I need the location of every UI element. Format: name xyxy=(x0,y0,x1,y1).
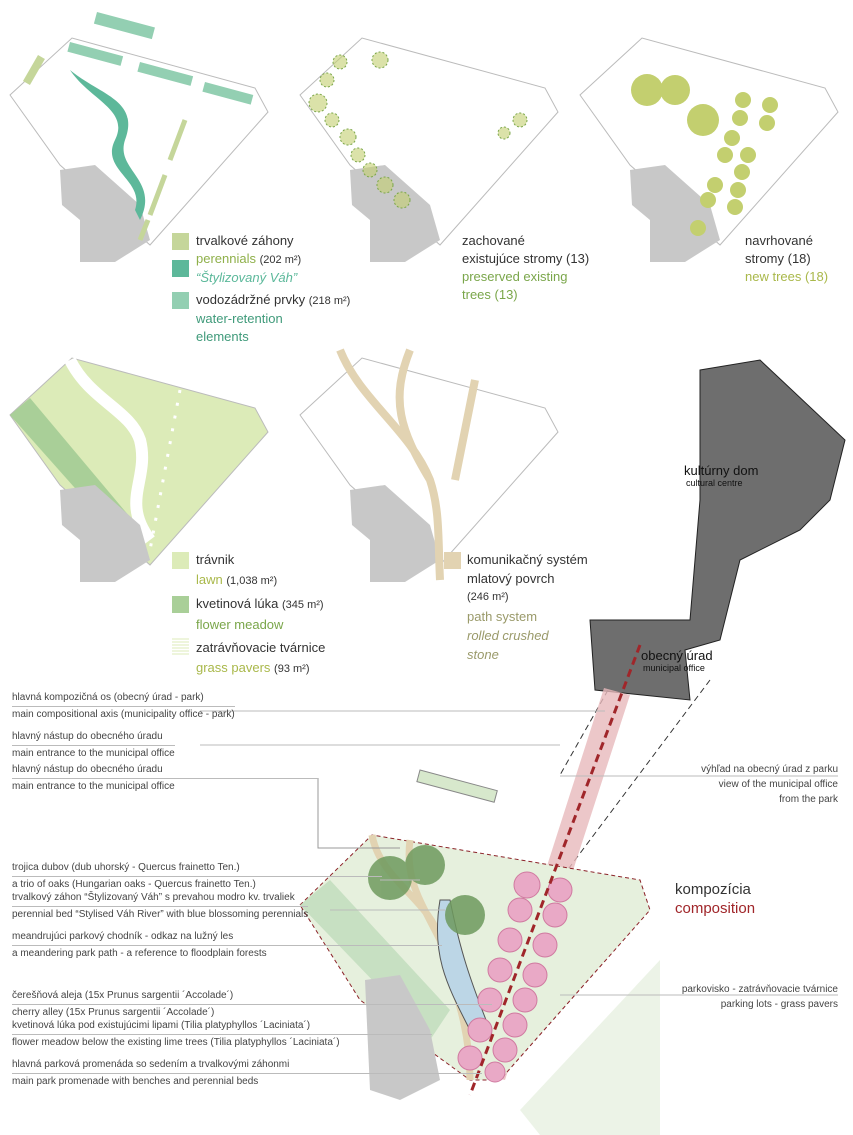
legend-text: elements xyxy=(196,329,249,344)
annotation-axis: hlavná kompozičná os (obecný úrad - park… xyxy=(12,690,235,723)
legend-text: flower meadow xyxy=(196,617,284,632)
lawn-swatch xyxy=(172,552,189,569)
annotation-sk: parkovisko - zatrávňovacie tvárnice xyxy=(681,984,838,995)
legend-text: komunikačný systém xyxy=(467,552,588,567)
annotation-sk: trojica dubov (dub uhorský - Quercus fra… xyxy=(12,860,382,877)
legend-text: lawn xyxy=(196,572,223,587)
legend-text: vodozádržné prvky xyxy=(196,292,306,307)
panel-new-trees xyxy=(579,37,839,263)
annotation-en: parking lots - grass pavers xyxy=(720,999,838,1010)
annotation-en: main entrance to the municipal office xyxy=(12,781,175,792)
legend-area: (1,038 m²) xyxy=(226,575,278,587)
legend-area: (93 m²) xyxy=(274,663,310,675)
annotation-entrance-1: hlavný nástup do obecného úradu main entr… xyxy=(12,729,175,762)
annotation-cherry-alley: čerešňová aleja (15x Prunus sargentii ´A… xyxy=(12,988,492,1021)
label-sk: obecný úrad xyxy=(641,648,713,663)
annotation-en: main compositional axis (municipality of… xyxy=(12,709,235,720)
legend-perennials: trvalkové záhony perennials (202 m²) “Št… xyxy=(196,232,350,346)
annotation-en: main entrance to the municipal office xyxy=(12,748,175,759)
annotation-view: výhľad na obecný úrad z parku view of the… xyxy=(701,762,838,807)
legend-text: zatrávňovacie tvárnice xyxy=(196,640,326,655)
label-sk: kultúrny dom xyxy=(684,463,759,478)
annotation-oaks: trojica dubov (dub uhorský - Quercus fra… xyxy=(12,860,382,893)
water-retention-swatch xyxy=(172,292,189,309)
annotation-en: flower meadow below the existing lime tr… xyxy=(12,1037,340,1048)
annotation-sk: trvalkový záhon “Štylizovaný Váh” s prev… xyxy=(12,890,309,907)
stylised-vah-swatch xyxy=(172,260,189,277)
legend-text: kvetinová lúka xyxy=(196,596,279,611)
legend-paths: komunikačný systém mlatový povrch (246 m… xyxy=(467,550,588,664)
legend-lawn: trávnik lawn (1,038 m²) kvetinová lúka (… xyxy=(196,550,325,679)
annotation-en: a meandering park path - a reference to … xyxy=(12,948,267,959)
annotation-flower-meadow: kvetinová lúka pod existujúcimi lipami (… xyxy=(12,1018,432,1051)
annotation-sk: hlavná parková promenáda so sedením a tr… xyxy=(12,1057,482,1074)
legend-text: grass pavers xyxy=(196,660,271,675)
legend-text: water-retention xyxy=(196,311,283,326)
annotation-en: from the park xyxy=(779,794,838,805)
annotation-sk: hlavná kompozičná os (obecný úrad - park… xyxy=(12,690,235,707)
legend-preserved-trees: zachované existujúce stromy (13) preserv… xyxy=(462,232,589,304)
annotation-en: main park promenade with benches and per… xyxy=(12,1076,259,1087)
composition-plan xyxy=(299,644,711,1135)
leader-lines xyxy=(200,710,838,996)
legend-text: stromy (18) xyxy=(745,251,811,266)
perennials-swatch xyxy=(172,233,189,250)
annotation-perennial-bed: trvalkový záhon “Štylizovaný Váh” s prev… xyxy=(12,890,309,923)
legend-area: (218 m²) xyxy=(308,295,351,307)
legend-text: “Štylizovaný Váh” xyxy=(196,270,298,285)
legend-text: mlatový povrch xyxy=(467,571,555,586)
legend-text: new trees (18) xyxy=(745,269,829,284)
panel-perennials xyxy=(9,12,269,263)
annotation-sk: meandrujúci parkový chodník - odkaz na l… xyxy=(12,929,442,946)
title-sk: kompozícia xyxy=(675,881,751,898)
title-en: composition xyxy=(675,900,756,917)
annotation-en: view of the municipal office xyxy=(718,779,838,790)
legend-text: perennials xyxy=(196,251,256,266)
annotation-meandering-path: meandrujúci parkový chodník - odkaz na l… xyxy=(12,929,442,962)
path-swatch xyxy=(444,552,461,569)
annotation-promenade: hlavná parková promenáda so sedením a tr… xyxy=(12,1057,482,1090)
annotation-sk: kvetinová lúka pod existujúcimi lipami (… xyxy=(12,1018,432,1035)
legend-area: (246 m²) xyxy=(467,591,509,603)
legend-text: path system xyxy=(467,609,538,624)
cultural-centre-building xyxy=(589,359,846,701)
panel-preserved-trees xyxy=(299,37,559,263)
composition-title: kompozícia composition xyxy=(675,880,755,918)
legend-text: trees (13) xyxy=(462,287,518,302)
annotation-en: perennial bed “Stylised Váh River” with … xyxy=(12,909,309,920)
legend-text: rolled crushed xyxy=(467,628,549,643)
legend-text: existujúce stromy (13) xyxy=(462,251,590,266)
annotation-en: cherry alley (15x Prunus sargentii ´Acco… xyxy=(12,1007,215,1018)
annotation-parking: parkovisko - zatrávňovacie tvárnice parki… xyxy=(682,982,838,1012)
legend-text: trvalkové záhony xyxy=(196,233,294,248)
legend-text: navrhované xyxy=(745,233,813,248)
annotation-sk: hlavný nástup do obecného úradu xyxy=(12,729,175,746)
annotation-sk: výhľad na obecný úrad z parku xyxy=(701,764,838,775)
legend-area: (202 m²) xyxy=(259,254,302,266)
legend-area: (345 m²) xyxy=(282,599,324,611)
annotation-sk: hlavný nástup do obecného úradu xyxy=(12,762,318,779)
legend-text: trávnik xyxy=(196,552,235,567)
annotation-sk: čerešňová aleja (15x Prunus sargentii ´A… xyxy=(12,988,492,1005)
legend-new-trees: navrhované stromy (18) new trees (18) xyxy=(745,232,828,286)
panel-lawn xyxy=(9,357,269,582)
panel-paths xyxy=(299,348,559,583)
legend-text: zachované xyxy=(462,233,525,248)
legend-text: stone xyxy=(467,647,499,662)
legend-text: preserved existing xyxy=(462,269,568,284)
meadow-swatch xyxy=(172,596,189,613)
annotation-entrance-2: hlavný nástup do obecného úradu main entr… xyxy=(12,762,318,795)
label-en: municipal office xyxy=(643,663,705,673)
grass-pavers-swatch xyxy=(172,638,189,655)
label-en: cultural centre xyxy=(686,478,743,488)
annotation-en: a trio of oaks (Hungarian oaks - Quercus… xyxy=(12,879,256,890)
